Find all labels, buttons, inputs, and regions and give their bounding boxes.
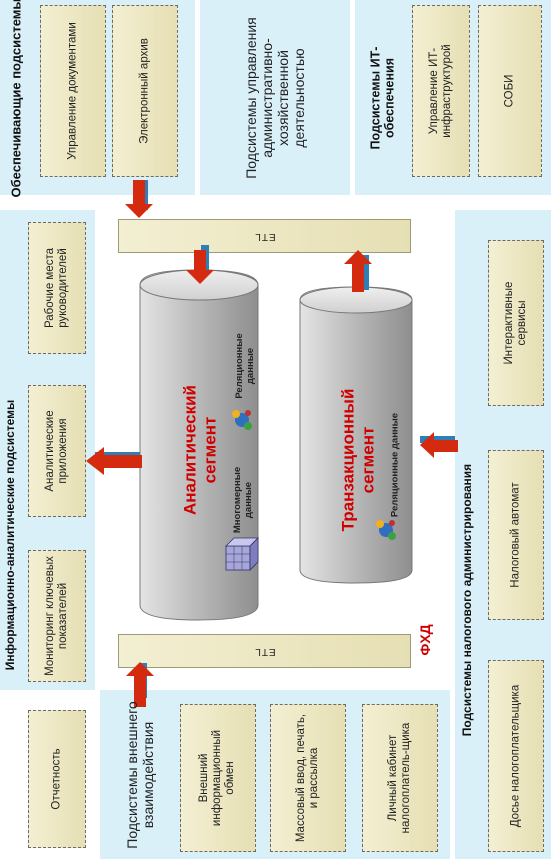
- admin-panel: [200, 0, 350, 195]
- fhd-label: ФХД: [416, 624, 433, 656]
- etl-bottom: ETL: [118, 634, 411, 668]
- e-archive-box: Электронный архив: [112, 5, 178, 177]
- info-title: Информационно-аналитические подсистемы: [3, 399, 18, 670]
- arrow-tax-transaction: [420, 432, 458, 458]
- sobi-box: СОБИ: [478, 5, 542, 177]
- tax-panel-left: [455, 440, 467, 450]
- arrow-top-down: [125, 180, 153, 218]
- reports-box: Отчетность: [28, 710, 86, 848]
- ext-exchange-box: Внешний информационный обмен: [180, 704, 256, 852]
- dossier-box: Досье налогоплательщика: [488, 660, 544, 852]
- transaction-title: Транзакционный сегмент: [338, 388, 378, 532]
- arrow-external-etl: [126, 662, 154, 707]
- arrow-etl-analytic: [186, 245, 214, 284]
- relational-label-1: Реляционные данные: [234, 333, 256, 399]
- mass-input-box: Массовый ввод, печать, и рассылка: [270, 704, 346, 852]
- molecule-icon-2: [376, 520, 396, 540]
- external-title: Подсистемы внешнего взаимодействия: [123, 700, 156, 849]
- arrow-transaction-etl: [344, 250, 372, 292]
- work-places-box: Рабочие места руководителей: [28, 222, 86, 354]
- arrow-analytic-info: [86, 447, 142, 475]
- analytic-cylinder: [139, 269, 259, 621]
- cube-icon: [225, 537, 259, 571]
- tax-title: Подсистемы налогового администрирования: [460, 463, 475, 736]
- it-infra-box: Управление ИТ-инфраструктурой: [412, 5, 470, 177]
- molecule-icon-1: [232, 410, 252, 430]
- etl-top: ETL: [118, 219, 411, 253]
- relational-label-2: Реляционные данные: [389, 412, 401, 518]
- interactive-box: Интерактивные сервисы: [488, 240, 544, 406]
- multidim-label: Многомерные данные: [232, 466, 254, 534]
- analytic-title: Аналитический сегмент: [180, 385, 220, 515]
- tax-auto-box: Налоговый автомат: [488, 450, 544, 620]
- transaction-cylinder: [299, 286, 413, 584]
- analytic-apps-box: Аналитические приложения: [28, 385, 86, 517]
- monitoring-box: Мониторинг ключевых показателей: [28, 550, 86, 682]
- personal-cabinet-box: Личный кабинет налогоплатель-щика: [362, 704, 438, 852]
- doc-mgmt-box: Управление документами: [40, 5, 106, 177]
